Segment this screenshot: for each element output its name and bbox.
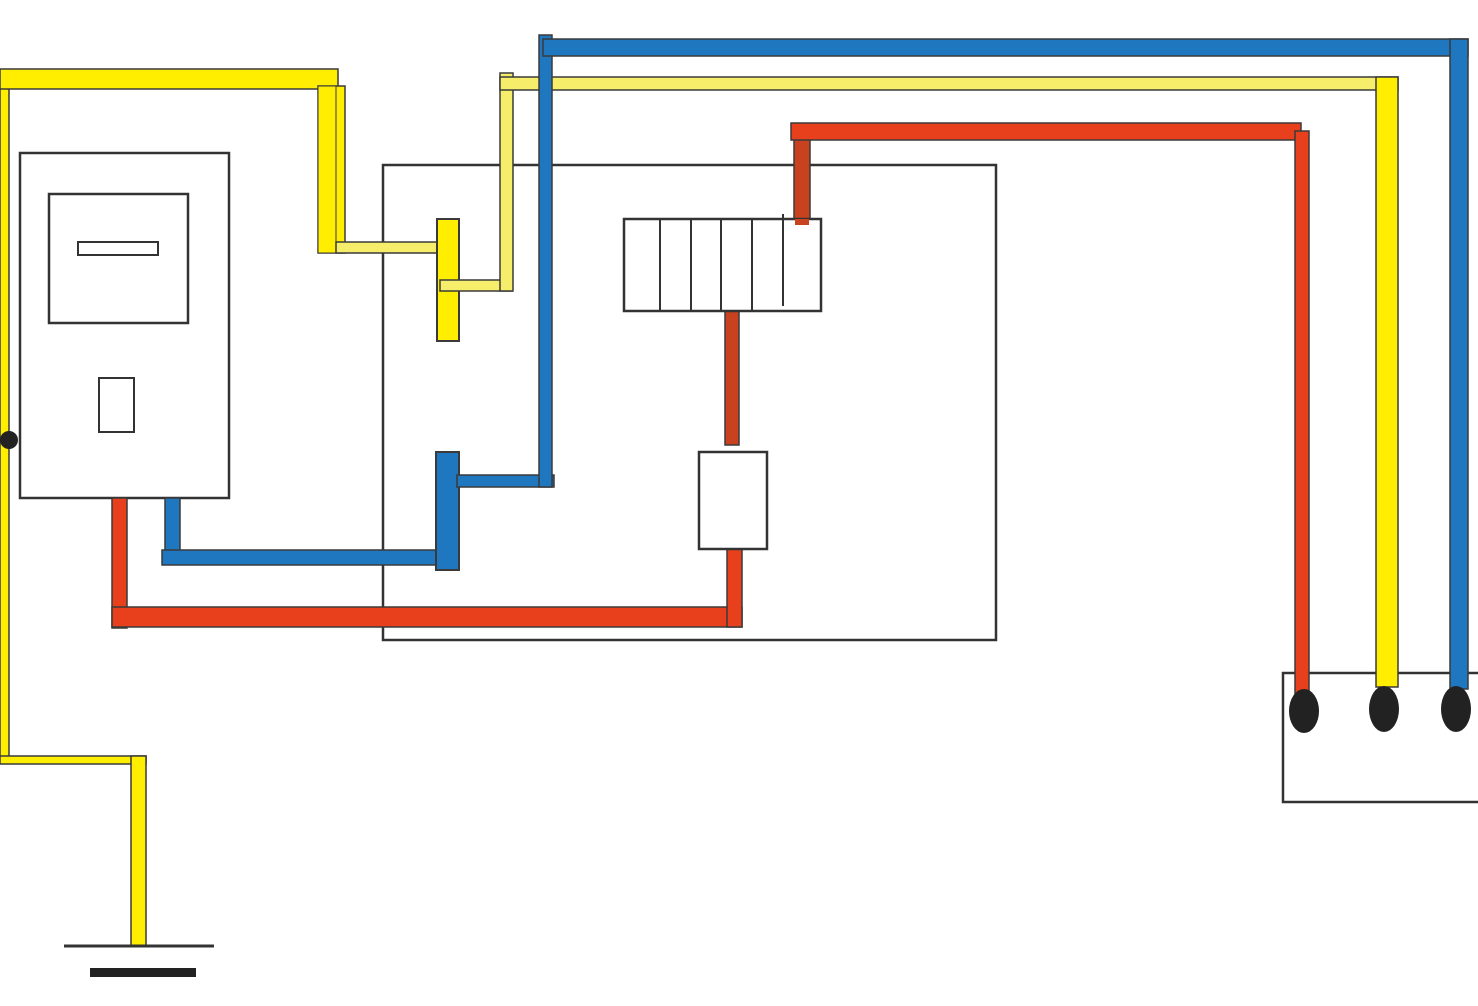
neutral-wire-out-vertical: [538, 34, 553, 488]
breaker-phase-entry: [795, 219, 809, 225]
phase-wire-breaker-out: [793, 126, 811, 224]
socket-terminals: [1289, 686, 1471, 733]
earth-wire-drop-inner: [317, 85, 337, 254]
rcd-device: [697, 450, 769, 551]
phase-wire-rcd-riser: [726, 547, 743, 628]
earth-electrode-line-lower: [90, 968, 196, 977]
earth-wire-feed: [335, 241, 441, 254]
earth-wire-out-vertical: [499, 72, 514, 292]
phase-wire-meter-run: [111, 606, 743, 628]
neutral-wire-out-horizontal: [456, 474, 555, 488]
circuit-breaker-block: [622, 214, 823, 313]
rcd-housing: [697, 450, 769, 551]
neutral-wire-socket-drop: [1449, 38, 1469, 690]
socket-terminal-neutral: [1441, 686, 1471, 732]
earth-wire-electrode-horizontal: [0, 755, 147, 765]
phase-wire-socket-drop: [1294, 130, 1310, 705]
socket-terminal-earth: [1369, 686, 1399, 732]
earth-wire-left-vertical: [0, 79, 10, 761]
meter-earth-junction-dot: [0, 431, 18, 449]
phase-wire-long-run: [790, 122, 1302, 141]
phase-wire-rcd-to-breaker: [724, 310, 740, 446]
earth-wires: [0, 68, 1399, 947]
phase-wires: [111, 122, 1310, 705]
meter-button: [98, 377, 135, 433]
meter-display-bar: [77, 241, 159, 256]
neutral-wire-long-run: [542, 38, 1469, 57]
earth-wire-electrode-vertical: [130, 755, 147, 947]
earth-wire-long-run: [499, 76, 1399, 91]
phase-wire-meter-drop: [111, 497, 128, 629]
meter-display-window: [47, 192, 190, 325]
neutral-wire-meter-run: [161, 549, 447, 566]
earth-wire-socket-drop: [1375, 76, 1399, 688]
electricity-meter: [18, 151, 231, 500]
breaker-block-housing: [622, 217, 823, 313]
neutral-wires: [161, 34, 1469, 690]
earth-wire-top-left: [0, 68, 339, 90]
socket-terminal-phase: [1289, 689, 1319, 733]
neutral-busbar: [435, 451, 460, 571]
earth-electrode: [64, 944, 214, 977]
